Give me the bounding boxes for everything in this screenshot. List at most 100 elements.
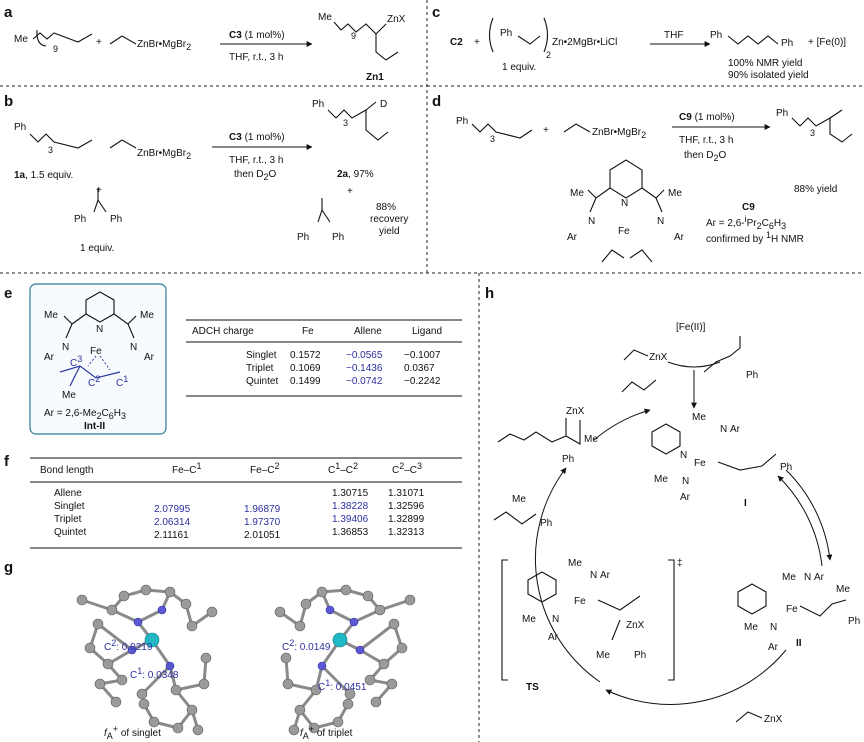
- model-carbon-atom: [316, 586, 328, 598]
- d-complex-note: confirmed by 1H NMR: [706, 230, 804, 245]
- model-carbon-atom: [92, 618, 104, 630]
- e-ar-right: Ar: [144, 352, 155, 363]
- panel-c-scheme: C2 + Ph 2 Zn•2MgBr•LiCl 1 equiv. THF Ph …: [450, 17, 846, 81]
- d-complex-right-arm: [641, 187, 665, 213]
- b-recovery-line-3: yield: [379, 226, 400, 237]
- c-yield-1: 100% NMR yield: [728, 58, 802, 69]
- h-ii-ar-bottom: Ar: [768, 642, 779, 653]
- e-allene-me: Me: [62, 390, 76, 401]
- f-cell-1-4: 1.32596: [388, 501, 425, 512]
- f-header-3: C1–C2: [328, 461, 358, 476]
- f-cell-3-0: Quintet: [54, 527, 86, 538]
- model-carbon-atom: [84, 642, 96, 654]
- c-reagent-sub: 2: [546, 50, 551, 60]
- b-vinyl: [109, 139, 137, 149]
- panel-label-h: h: [485, 285, 494, 302]
- model-bond: [329, 608, 355, 624]
- panel-label-e: e: [4, 285, 12, 302]
- d-complex-ar-definition: Ar = 2,6-iPr2C6H3: [706, 214, 786, 231]
- h-intermediate-2: II: [796, 638, 802, 649]
- g-triplet-c2-label: C2: 0.0149: [282, 638, 331, 653]
- a-catalyst: C3 (1 mol%): [229, 30, 285, 41]
- h-cycle-arrow-right-forward: [785, 469, 833, 561]
- model-nitrogen-atom: [317, 661, 327, 671]
- c-reagent-alkene: [517, 35, 541, 45]
- model-carbon-atom: [136, 688, 148, 700]
- h-ts-bracket-right: [668, 559, 675, 681]
- model-carbon-atom: [374, 604, 386, 616]
- a-product-me: Me: [318, 12, 332, 23]
- model-nitrogen-atom: [349, 617, 359, 627]
- g-triplet-ball-and-stick: [274, 584, 416, 736]
- b-recovery-line-2: recovery: [370, 214, 408, 225]
- c-reagent: Zn•2MgBr•LiCl: [552, 37, 617, 48]
- h-left-allene-ph: Ph: [540, 518, 552, 529]
- e-cell-1-2: −0.1436: [346, 363, 383, 374]
- f-table-row: Singlet 2.07995 1.96879 1.38228 1.32596: [54, 501, 425, 515]
- h-i-me-top: Me: [692, 412, 706, 423]
- a-substrate-subscript: 9: [53, 44, 58, 54]
- model-carbon-atom: [332, 716, 344, 728]
- d-plus: +: [543, 125, 549, 136]
- h-ii-me-top: Me: [782, 572, 796, 583]
- d-complex-label: C9: [742, 202, 755, 213]
- e-cell-0-2: −0.0565: [346, 350, 383, 361]
- h-top-allene-ph: Ph: [746, 370, 758, 381]
- model-nitrogen-atom: [133, 617, 143, 627]
- a-product-group: ZnX: [387, 14, 406, 25]
- f-header-0: Bond length: [40, 465, 93, 476]
- model-carbon-atom: [274, 606, 286, 618]
- h-i-ar-bottom: Ar: [680, 492, 691, 503]
- model-nitrogen-atom: [165, 661, 175, 671]
- e-fe-allene-interaction: [87, 355, 111, 371]
- f-cell-0-0: Allene: [54, 488, 82, 499]
- model-carbon-atom: [396, 642, 408, 654]
- h-ii-me: Me: [836, 584, 850, 595]
- model-bond: [137, 608, 163, 624]
- h-ii-n-top: N: [804, 572, 811, 583]
- e-right-arm: [113, 313, 137, 339]
- model-carbon-atom: [192, 724, 204, 736]
- d-conditions-1: THF, r.t., 3 h: [679, 135, 733, 146]
- e-header-2: Allene: [354, 326, 382, 337]
- d-product-ph: Ph: [776, 108, 788, 119]
- h-bottom-vinyl: [735, 711, 763, 723]
- model-carbon-atom: [118, 590, 130, 602]
- e-n-left: N: [62, 342, 69, 353]
- c-byproduct: + [Fe(0)]: [808, 37, 846, 48]
- d-vinyl: [563, 123, 591, 133]
- b-recovery-line-1: 88%: [376, 202, 396, 213]
- model-carbon-atom: [362, 590, 374, 602]
- g-triplet-model: C2: 0.0149 C1: 0.0451 fA+ of triplet: [274, 584, 416, 741]
- d-substrate-ph: Ph: [456, 116, 468, 127]
- d-complex-ar-right: Ar: [674, 232, 685, 243]
- c-paren-right: [543, 17, 549, 53]
- c-yield-2: 90% isolated yield: [728, 70, 809, 81]
- model-carbon-atom: [206, 606, 218, 618]
- c-product-ph-right: Ph: [781, 38, 793, 49]
- b-product-ph: Ph: [312, 99, 324, 110]
- e-cell-0-0: Singlet: [246, 350, 277, 361]
- a-plus: +: [96, 37, 102, 48]
- h-ts-label: TS: [526, 682, 539, 693]
- panel-g: C2: 0.0219 C1: 0.0348 fA+ of singlet C2:…: [76, 584, 416, 741]
- f-header-2: Fe–C2: [250, 461, 279, 476]
- f-cell-1-0: Singlet: [54, 501, 85, 512]
- h-ts-ph: Ph: [634, 650, 646, 661]
- panel-label-b: b: [4, 93, 13, 110]
- h-product-me: Me: [584, 434, 598, 445]
- h-i-n: N: [680, 450, 687, 461]
- e-allene-ligand: [59, 365, 121, 379]
- h-i-allene: [717, 453, 777, 471]
- model-bond: [140, 664, 172, 696]
- c-reagent-equiv: 1 equiv.: [502, 62, 536, 73]
- h-top-reagent: ZnX: [649, 352, 668, 363]
- e-cell-1-0: Triplet: [246, 363, 274, 374]
- model-carbon-atom: [388, 618, 400, 630]
- g-singlet-c2-label: C2: 0.0219: [104, 638, 153, 653]
- a-product-zn-bond: [375, 23, 387, 35]
- a-product-subscript: 9: [351, 31, 356, 41]
- d-complex-diene-ligand: [601, 249, 653, 263]
- model-carbon-atom: [370, 696, 382, 708]
- h-ts-znx: ZnX: [626, 620, 645, 631]
